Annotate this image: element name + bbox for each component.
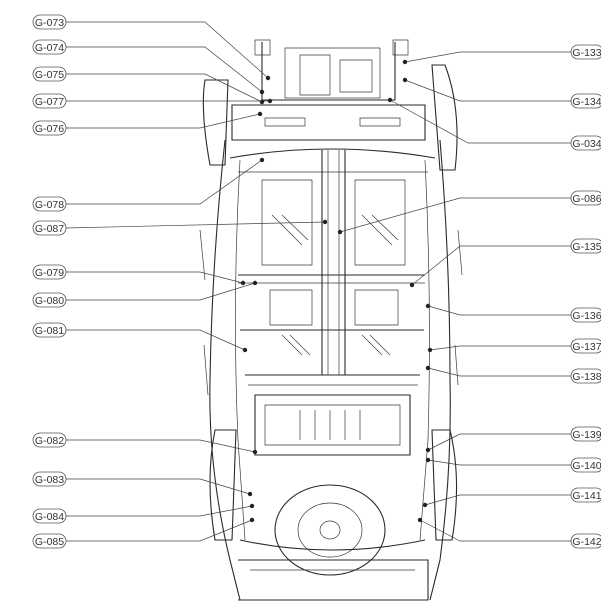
ground-point-markers [240, 59, 433, 523]
label-text: G-084 [35, 511, 64, 523]
callout-label: G-085 [32, 533, 67, 549]
label-text: G-138 [572, 371, 601, 383]
callout-label: G-134 [570, 93, 601, 109]
label-text: G-080 [35, 295, 64, 307]
labels-right: G-133 G-134 G-034 G-086 G-135 G-136 G-13… [570, 44, 601, 549]
callout-label: G-081 [32, 322, 67, 338]
callout-label: G-084 [32, 508, 67, 524]
callout-label: G-138 [570, 368, 601, 384]
label-text: G-139 [572, 429, 601, 441]
callout-label: G-075 [32, 66, 67, 82]
callout-label: G-086 [570, 190, 601, 206]
label-text: G-075 [35, 69, 64, 81]
callout-label: G-135 [570, 238, 601, 254]
label-text: G-077 [35, 96, 64, 108]
label-text: G-136 [572, 310, 601, 322]
label-text: G-133 [572, 47, 601, 59]
callout-label: G-034 [570, 135, 601, 151]
callout-label: G-077 [32, 93, 67, 109]
label-text: G-078 [35, 199, 64, 211]
callout-label: G-133 [570, 44, 601, 60]
label-text: G-137 [572, 341, 601, 353]
callout-label: G-079 [32, 264, 67, 280]
label-text: G-079 [35, 267, 64, 279]
label-text: G-076 [35, 123, 64, 135]
callout-label: G-087 [32, 220, 67, 236]
label-text: G-082 [35, 435, 64, 447]
vehicle-underbody-drawing [199, 39, 463, 601]
label-text: G-073 [35, 17, 64, 29]
callout-label: G-074 [32, 39, 67, 55]
labels-left: G-073 G-074 G-075 G-077 G-076 G-078 G-08… [32, 14, 67, 549]
callout-label: G-139 [570, 426, 601, 442]
label-text: G-135 [572, 241, 601, 253]
leader-lines [65, 21, 571, 542]
callout-label: G-083 [32, 471, 67, 487]
label-text: G-081 [35, 325, 64, 337]
callout-label: G-140 [570, 457, 601, 473]
label-text: G-083 [35, 474, 64, 486]
label-text: G-140 [572, 460, 601, 472]
label-text: G-134 [572, 96, 601, 108]
callout-label: G-076 [32, 120, 67, 136]
callout-label: G-078 [32, 196, 67, 212]
label-text: G-085 [35, 536, 64, 548]
label-text: G-087 [35, 223, 64, 235]
label-text: G-034 [572, 138, 601, 150]
label-text: G-141 [572, 490, 601, 502]
callout-label: G-082 [32, 432, 67, 448]
callout-label: G-080 [32, 292, 67, 308]
label-text: G-086 [572, 193, 601, 205]
callout-label: G-137 [570, 338, 601, 354]
label-text: G-074 [35, 42, 64, 54]
callout-label: G-073 [32, 14, 67, 30]
callout-label: G-136 [570, 307, 601, 323]
label-text: G-142 [572, 536, 601, 548]
callout-label: G-141 [570, 487, 601, 503]
callout-label: G-142 [570, 533, 601, 549]
